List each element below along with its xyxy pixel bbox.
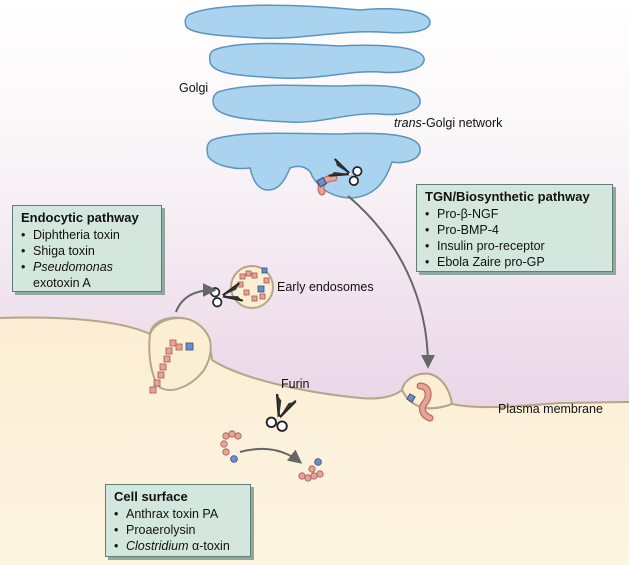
- golgi-cisterna-1: [184, 4, 431, 40]
- tgn-list: Pro-β-NGF Pro-BMP-4 Insulin pro-receptor…: [425, 206, 604, 270]
- surface-cargo-blue: [230, 455, 238, 463]
- endocytic-item: Diphtheria toxin: [21, 227, 153, 243]
- arrow-icon: [239, 447, 303, 464]
- endosome-cargo-blue: [257, 285, 265, 293]
- endocytic-list: Diphtheria toxin Shiga toxin Pseudomonas…: [21, 227, 153, 291]
- tgn-item: Pro-BMP-4: [425, 222, 604, 238]
- tgn-item: Ebola Zaire pro-GP: [425, 254, 604, 270]
- label-furin: Furin: [281, 377, 310, 391]
- bud-cargo-blue: [185, 342, 194, 351]
- label-tgn-rest: -Golgi network: [421, 116, 503, 130]
- endocytic-item-italic: Pseudomonas: [33, 260, 113, 274]
- endocytic-item: Shiga toxin: [21, 243, 153, 259]
- exo-cargo-blue: [406, 393, 416, 403]
- cell-surface-item-rest: α-toxin: [188, 539, 230, 553]
- arrow-icon: [347, 195, 435, 369]
- exo-cargo-inner: [417, 383, 433, 421]
- label-trans-golgi-network: trans-Golgi network: [394, 116, 502, 130]
- cleaved-product-blue-1: [314, 458, 322, 466]
- cell-surface-item: Clostridium α-toxin: [114, 538, 242, 554]
- tgn-pathway-box: TGN/Biosynthetic pathway Pro-β-NGF Pro-B…: [416, 184, 613, 272]
- tgn-item: Pro-β-NGF: [425, 206, 604, 222]
- cleaved-product-blue-2: [308, 465, 316, 473]
- tgn-title: TGN/Biosynthetic pathway: [425, 189, 590, 204]
- tgn-cargo-blue: [316, 176, 328, 188]
- cell-surface-item: Proaerolysin: [114, 522, 242, 538]
- golgi-cisterna-2: [208, 42, 425, 80]
- endosome-cargo-blue-2: [261, 267, 268, 274]
- golgi-cisterna-3: [212, 84, 421, 123]
- endocytic-item: Pseudomonas: [21, 259, 153, 275]
- label-tgn-italic: trans: [394, 116, 422, 130]
- endocytic-title: Endocytic pathway: [21, 210, 139, 225]
- cell-surface-title: Cell surface: [114, 489, 188, 504]
- cell-surface-item-italic: Clostridium: [126, 539, 189, 553]
- surface-cargo-chain: [220, 430, 242, 456]
- label-golgi: Golgi: [179, 81, 209, 95]
- endocytic-pathway-box: Endocytic pathway Diphtheria toxin Shiga…: [12, 205, 162, 292]
- arrow-icon: [175, 283, 217, 313]
- bud-cargo-chain: [149, 339, 183, 394]
- endocytic-item-continued: exotoxin A: [33, 276, 91, 290]
- label-plasma-membrane: Plasma membrane: [498, 402, 603, 416]
- label-early-endosomes: Early endosomes: [277, 280, 374, 294]
- golgi-stack: [184, 4, 431, 199]
- cell-surface-list: Anthrax toxin PA Proaerolysin Clostridiu…: [114, 506, 242, 554]
- tgn-item: Insulin pro-receptor: [425, 238, 604, 254]
- cell-surface-box: Cell surface Anthrax toxin PA Proaerolys…: [105, 484, 251, 557]
- cell-surface-item: Anthrax toxin PA: [114, 506, 242, 522]
- cleaved-products: [298, 470, 324, 482]
